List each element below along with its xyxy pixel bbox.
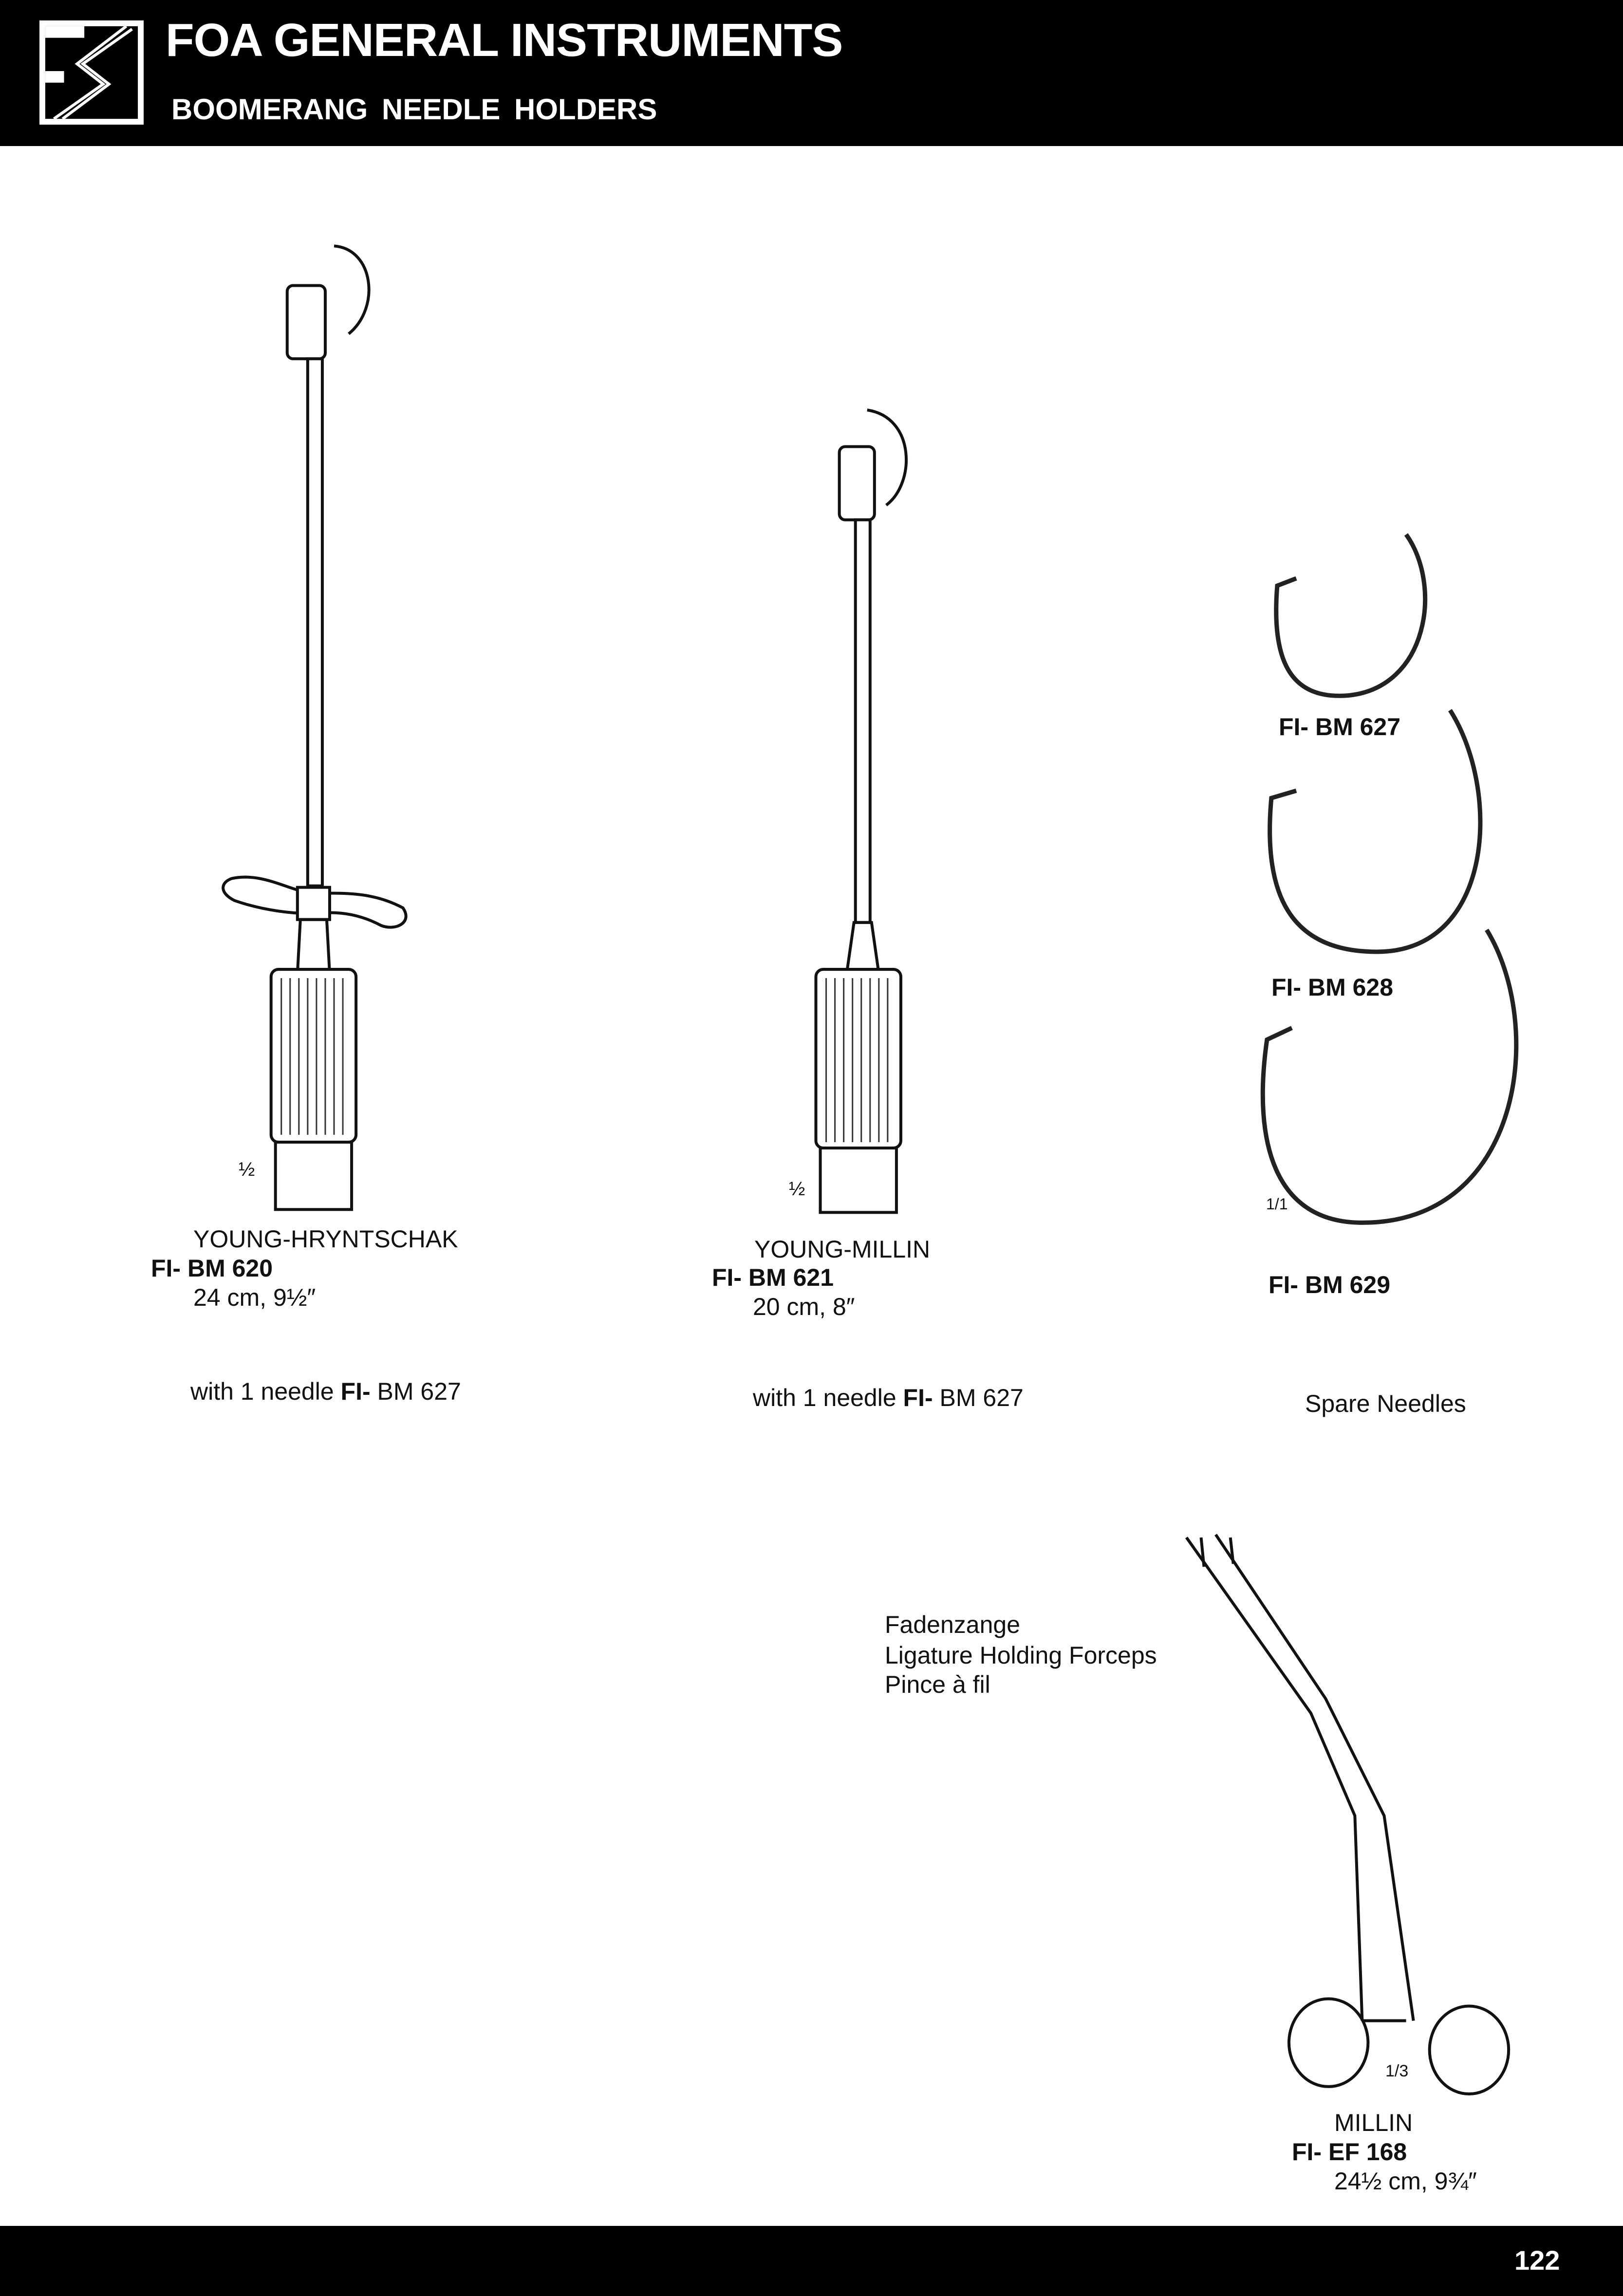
spare-needles-illustration (1260, 533, 1519, 1225)
note-bold: FI- (903, 1384, 933, 1411)
catalog-title: FOA GENERAL INSTRUMENTS (166, 14, 843, 66)
needle-code: FI- BM 627 (1279, 713, 1401, 741)
young-hryntschak-illustration (222, 244, 408, 1211)
forceps-desc-de: Fadenzange (885, 1611, 1021, 1638)
included-needle-note: with 1 needle FI- BM 627 (190, 1379, 461, 1404)
note-bold: FI- (340, 1378, 371, 1405)
forceps-desc-fr: Pince à fil (885, 1671, 990, 1698)
needle-code: FI- BM 629 (1269, 1271, 1391, 1298)
note-prefix: with 1 needle (753, 1384, 903, 1411)
product-code: FI- BM 620 (151, 1255, 273, 1282)
needle-code: FI- BM 628 (1271, 974, 1394, 1001)
scale-label: 1/1 (1266, 1195, 1288, 1213)
product-name: YOUNG-MILLIN (754, 1236, 931, 1263)
forceps-desc-en: Ligature Holding Forceps (885, 1642, 1157, 1669)
product-size: 24 cm, 9½″ (193, 1284, 316, 1311)
note-prefix: with 1 needle (190, 1378, 341, 1405)
included-needle-note: with 1 needle FI- BM 627 (753, 1386, 1024, 1410)
footer-bar (0, 2226, 1623, 2296)
foa-logo-icon (39, 20, 144, 125)
knurl-lines-2 (825, 978, 889, 1142)
product-code: FI- EF 168 (1292, 2138, 1407, 2166)
spare-needles-caption: Spare Needles (1305, 1390, 1466, 1417)
product-name: YOUNG-HRYNTSCHAK (193, 1225, 458, 1253)
millin-forceps-illustration (1185, 1534, 1511, 2095)
product-size: 24½ cm, 9¾″ (1334, 2167, 1477, 2195)
note-code: BM 627 (370, 1378, 461, 1405)
product-name: MILLIN (1334, 2109, 1413, 2136)
scale-label: 1/3 (1385, 2062, 1409, 2080)
note-code: BM 627 (933, 1384, 1024, 1411)
knurl-lines-1 (280, 978, 344, 1135)
scale-label: ½ (789, 1178, 805, 1200)
page-number: 122 (1514, 2245, 1560, 2276)
section-subtitle: BOOMERANG NEEDLE HOLDERS (171, 93, 657, 126)
header-bar (0, 0, 1623, 146)
product-code: FI- BM 621 (712, 1264, 834, 1291)
scale-label: ½ (239, 1159, 255, 1180)
product-size: 20 cm, 8″ (753, 1293, 855, 1320)
